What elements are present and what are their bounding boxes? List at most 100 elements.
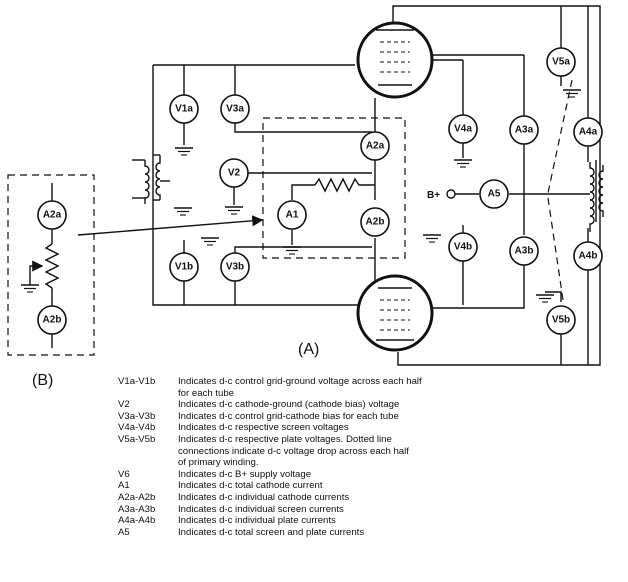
svg-text:A5: A5 (488, 189, 501, 200)
svg-text:V3b: V3b (226, 262, 244, 273)
meter-a5: A5 (479, 179, 509, 209)
legend-code: A5 (118, 526, 130, 538)
legend-row: A2a-A2b Indicates d-c individual cathode … (118, 492, 618, 504)
svg-text:A2b: A2b (366, 217, 385, 228)
meter-a4b: A4b (573, 241, 603, 271)
ground-icon (224, 206, 244, 215)
legend-code: A3a-A3b (118, 503, 156, 515)
meter-a3a: A3a (509, 115, 539, 145)
svg-text:A2a: A2a (43, 210, 62, 221)
legend-description: Indicates d-c control grid-cathode bias … (178, 411, 618, 423)
legend-row: V1a-V1b Indicates d-c control grid-ground… (118, 376, 618, 399)
meter-v1a: V1a (169, 94, 199, 124)
ground-icon (453, 159, 473, 168)
legend-row: A3a-A3b Indicates d-c individual screen c… (118, 504, 618, 516)
legend-code: V2 (118, 399, 130, 411)
b-plus-label: B+ (427, 190, 440, 201)
legend-line: Indicates d-c B+ supply voltage (178, 468, 312, 480)
svg-text:A2b: A2b (43, 315, 62, 326)
legend-line: Indicates d-c cathode-ground (cathode bi… (178, 399, 400, 411)
svg-text:V4a: V4a (454, 124, 472, 135)
meter-a4a: A4a (573, 117, 603, 147)
legend: V1a-V1b Indicates d-c control grid-ground… (118, 376, 618, 538)
meter-v5a: V5a (546, 47, 576, 77)
top-tube (356, 21, 434, 99)
legend-row: A4a-A4b Indicates d-c individual plate cu… (118, 515, 618, 527)
svg-text:V5b: V5b (552, 315, 570, 326)
legend-description: Indicates d-c individual screen currents (178, 504, 618, 516)
legend-row: V4a-V4b Indicates d-c respective screen v… (118, 422, 618, 434)
legend-line: Indicates d-c total cathode current (178, 480, 323, 492)
meter-v4a: V4a (448, 114, 478, 144)
meter-a3b: A3b (509, 236, 539, 266)
legend-description: Indicates d-c control grid-ground voltag… (178, 376, 618, 399)
legend-line: Indicates d-c respective plate voltages.… (178, 433, 392, 445)
legend-line: Indicates d-c total screen and plate cur… (178, 526, 365, 538)
b-plus-terminal (446, 189, 456, 199)
svg-text:A4b: A4b (579, 251, 598, 262)
legend-description: Indicates d-c respective screen voltages (178, 422, 618, 434)
legend-row: V5a-V5b Indicates d-c respective plate vo… (118, 434, 618, 469)
legend-code: V4a-V4b (118, 422, 156, 434)
ground-icon (200, 237, 220, 246)
svg-text:A2a: A2a (366, 141, 385, 152)
meter-b-a2a: A2a (37, 200, 67, 230)
meter-v5b: V5b (546, 305, 576, 335)
meter-v4b: V4b (448, 232, 478, 262)
ground-icon (282, 246, 302, 255)
legend-description: Indicates d-c B+ supply voltage (178, 469, 618, 481)
svg-text:V4b: V4b (454, 242, 472, 253)
legend-line: of primary winding. (178, 457, 259, 469)
legend-description: Indicates d-c total cathode current (178, 480, 618, 492)
legend-line: Indicates d-c control grid-ground voltag… (178, 376, 422, 387)
svg-text:V3a: V3a (226, 104, 244, 115)
ground-icon (535, 294, 555, 303)
legend-line: Indicates d-c individual cathode current… (178, 491, 350, 503)
meter-a2a: A2a (360, 131, 390, 161)
meter-v1b: V1b (169, 252, 199, 282)
legend-line: Indicates d-c individual screen currents (178, 503, 344, 515)
bottom-tube (356, 274, 434, 352)
ground-icon (562, 89, 582, 98)
svg-text:A4a: A4a (579, 127, 598, 138)
svg-text:V1b: V1b (175, 262, 193, 273)
legend-description: Indicates d-c cathode-ground (cathode bi… (178, 399, 618, 411)
legend-row: V6 Indicates d-c B+ supply voltage (118, 469, 618, 481)
legend-row: A5 Indicates d-c total screen and plate c… (118, 527, 618, 539)
legend-code: V3a-V3b (118, 410, 156, 422)
ground-icon (173, 207, 193, 216)
legend-description: Indicates d-c total screen and plate cur… (178, 527, 618, 539)
legend-row: V2 Indicates d-c cathode-ground (cathode … (118, 399, 618, 411)
meter-v3b: V3b (220, 252, 250, 282)
legend-line: Indicates d-c individual plate currents (178, 515, 336, 527)
svg-text:V1a: V1a (175, 104, 193, 115)
inset-b-box (7, 174, 95, 356)
legend-code: V6 (118, 468, 130, 480)
legend-code: V1a-V1b (118, 376, 156, 387)
ground-icon (174, 147, 194, 156)
svg-text:A1: A1 (286, 210, 299, 221)
meter-v3a: V3a (220, 94, 250, 124)
legend-code: A4a-A4b (118, 515, 156, 527)
meter-a1: A1 (277, 200, 307, 230)
legend-description: Indicates d-c individual plate currents (178, 515, 618, 527)
legend-line: Indicates d-c respective screen voltages (178, 422, 349, 434)
meter-a2b: A2b (360, 207, 390, 237)
legend-description: Indicates d-c respective plate voltages.… (178, 434, 618, 469)
diagram-b-label: (B) (32, 372, 53, 389)
legend-code: A2a-A2b (118, 491, 156, 503)
svg-text:A3b: A3b (515, 246, 534, 257)
ground-icon (422, 234, 442, 243)
legend-code: V5a-V5b (118, 433, 156, 445)
legend-line: connections indicate d-c voltage drop ac… (178, 445, 409, 457)
legend-line: for each tube (178, 387, 235, 399)
diagram-a-label: (A) (298, 341, 319, 358)
input-transformer (132, 155, 170, 204)
output-transformer (589, 160, 604, 232)
legend-row: A1 Indicates d-c total cathode current (118, 480, 618, 492)
meter-v2: V2 (219, 158, 249, 188)
svg-text:A3a: A3a (515, 125, 534, 136)
legend-code: A1 (118, 480, 130, 492)
svg-text:V5a: V5a (552, 57, 570, 68)
